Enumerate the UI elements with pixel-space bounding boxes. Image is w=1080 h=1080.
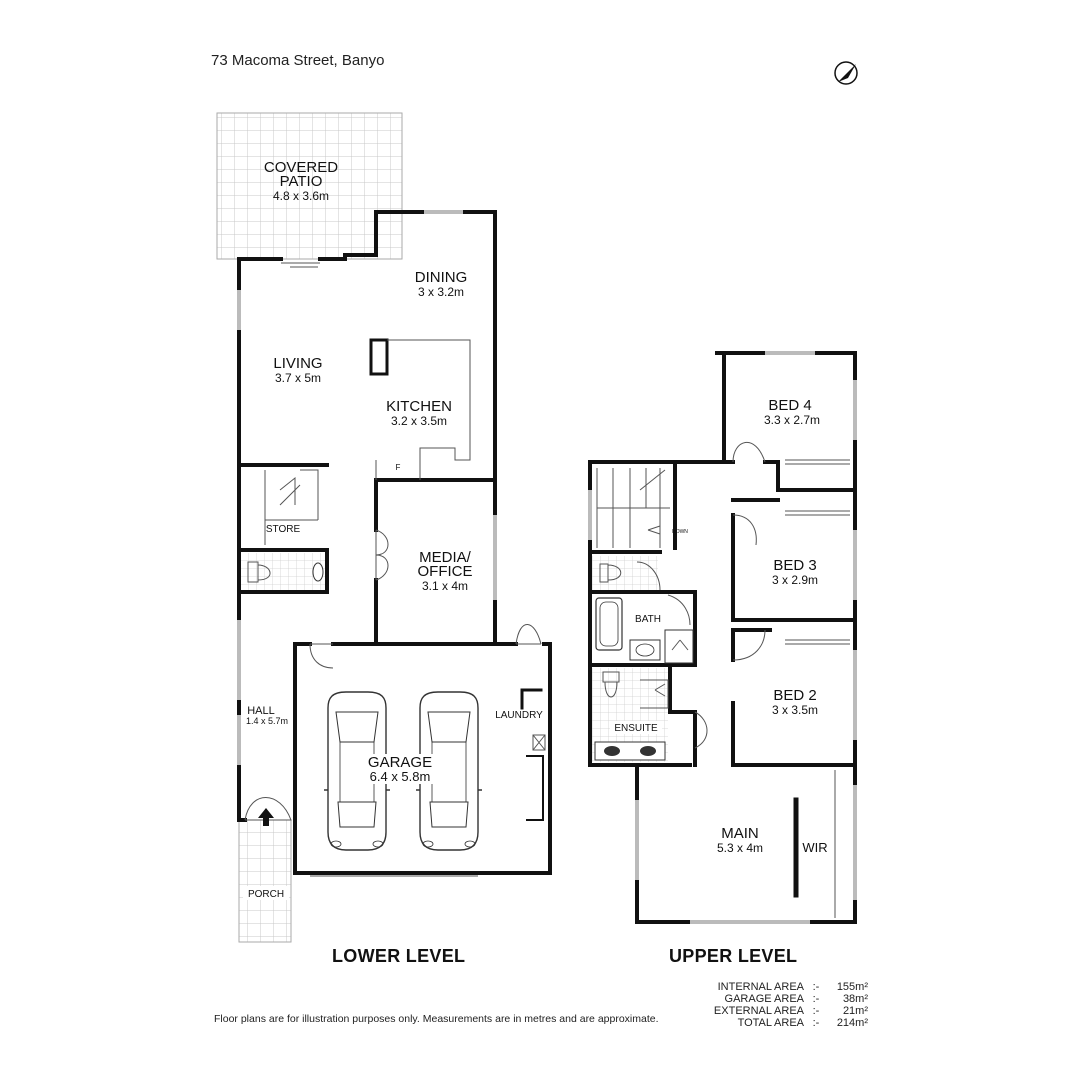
media-size: 3.1 x 4m [422, 579, 468, 593]
bed2-size: 3 x 3.5m [772, 703, 818, 717]
hall-size: 1.4 x 5.7m [246, 716, 288, 726]
entry-arrow-icon [258, 808, 274, 826]
garage-label: GARAGE [368, 754, 432, 771]
area-value: 214m² [836, 1017, 868, 1029]
area-label: GARAGE AREA [724, 993, 804, 1005]
living-label: LIVING [273, 355, 322, 372]
area-summary: INTERNAL AREA :- 155m² GARAGE AREA :- 38… [700, 981, 868, 1029]
area-value: 38m² [842, 993, 868, 1005]
area-separator: :- [812, 993, 820, 1005]
lower-level-walls [237, 210, 552, 875]
fridge-label: F [396, 463, 401, 472]
upper-level-title: UPPER LEVEL [669, 946, 798, 966]
store-label: STORE [266, 524, 301, 535]
bed3-size: 3 x 2.9m [772, 573, 818, 587]
area-label: INTERNAL AREA [717, 981, 804, 993]
kitchen-label: KITCHEN [386, 398, 452, 415]
main-size: 5.3 x 4m [717, 841, 763, 855]
hall-label: HALL [247, 705, 275, 717]
garage-size: 6.4 x 5.8m [370, 769, 431, 784]
bed3-label: BED 3 [773, 557, 816, 574]
laundry-label: LAUNDRY [495, 710, 543, 721]
north-arrow-icon [834, 61, 858, 85]
porch-area [238, 819, 292, 943]
patio-size: 4.8 x 3.6m [273, 189, 329, 203]
area-row-internal: INTERNAL AREA :- 155m² [700, 981, 868, 993]
area-separator: :- [812, 1005, 820, 1017]
media-label-2: OFFICE [418, 563, 473, 580]
bed4-label: BED 4 [768, 397, 811, 414]
patio-label-2: PATIO [280, 173, 323, 190]
area-label: EXTERNAL AREA [713, 1005, 804, 1017]
area-value: 21m² [842, 1005, 868, 1017]
area-row-external: EXTERNAL AREA :- 21m² [700, 1005, 868, 1017]
property-address: 73 Macoma Street, Banyo [211, 52, 385, 69]
wir-label: WIR [802, 840, 827, 855]
main-label: MAIN [721, 825, 759, 842]
lower-level-title: LOWER LEVEL [332, 946, 466, 966]
dining-label: DINING [415, 269, 468, 286]
patio-label-1: COVERED [264, 159, 338, 176]
bath-label: BATH [635, 614, 661, 625]
area-value: 155m² [836, 981, 868, 993]
dining-size: 3 x 3.2m [418, 285, 464, 299]
covered-patio [216, 112, 403, 260]
area-row-garage: GARAGE AREA :- 38m² [700, 993, 868, 1005]
media-label-1: MEDIA/ [419, 549, 472, 566]
bed4-size: 3.3 x 2.7m [764, 413, 820, 427]
disclaimer-text: Floor plans are for illustration purpose… [214, 1013, 659, 1025]
living-size: 3.7 x 5m [275, 371, 321, 385]
area-separator: :- [812, 1017, 820, 1029]
area-separator: :- [812, 981, 820, 993]
stairs-down-label: DOWN [672, 529, 688, 535]
bed2-label: BED 2 [773, 687, 816, 704]
area-label: TOTAL AREA [737, 1017, 804, 1029]
ensuite-label: ENSUITE [614, 723, 658, 734]
kitchen-size: 3.2 x 3.5m [391, 414, 447, 428]
area-row-total: TOTAL AREA :- 214m² [700, 1017, 868, 1029]
porch-label: PORCH [248, 889, 284, 900]
